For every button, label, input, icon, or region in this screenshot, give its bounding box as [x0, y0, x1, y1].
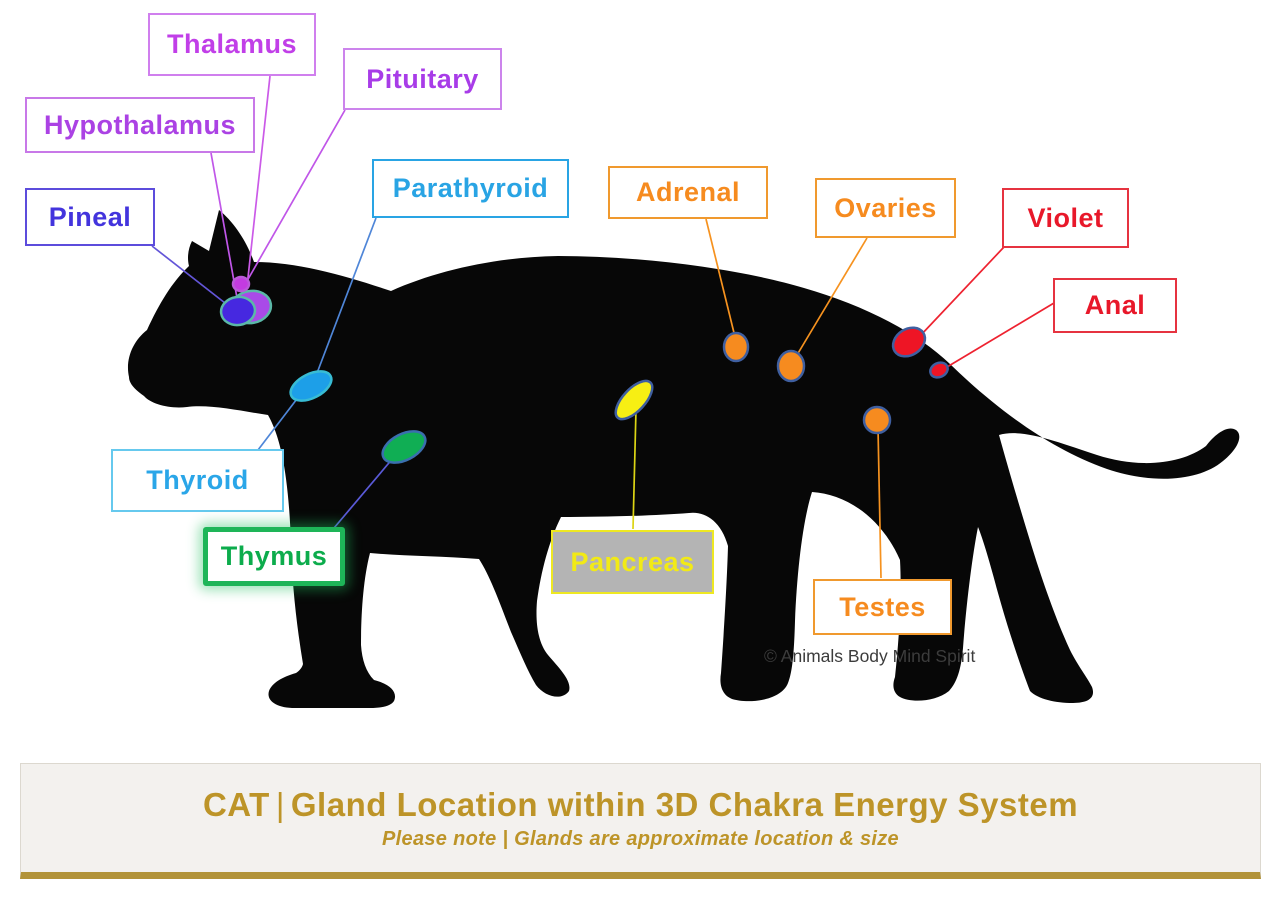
testes-gland-marker — [862, 405, 892, 435]
label-adrenal: Adrenal — [608, 166, 768, 219]
anal-gland-marker — [929, 361, 949, 379]
label-parathyroid: Parathyroid — [372, 159, 569, 218]
label-thalamus: Thalamus — [148, 13, 316, 76]
ovaries-leader-line — [793, 237, 868, 361]
gland-markers — [219, 275, 949, 464]
label-pituitary: Pituitary — [343, 48, 502, 110]
adrenal-leader-line — [705, 218, 737, 342]
label-pineal: Pineal — [25, 188, 155, 246]
label-thyroid: Thyroid — [111, 449, 284, 512]
label-violet: Violet — [1002, 188, 1129, 248]
thalamus-leader-line — [245, 75, 271, 297]
thyroid-gland-marker — [289, 370, 333, 402]
pancreas-leader-line — [632, 408, 637, 530]
thymus-gland-marker — [381, 430, 427, 464]
diagram-title: CAT|Gland Location within 3D Chakra Ener… — [203, 786, 1078, 824]
copyright-text: © Animals Body Mind Spirit — [764, 646, 976, 666]
label-testes: Testes — [813, 579, 952, 635]
ovaries-gland-marker — [776, 349, 806, 383]
pituitary-gland-marker — [231, 275, 251, 293]
label-hypothalamus: Hypothalamus — [25, 97, 255, 153]
animal-name: CAT — [202, 785, 270, 823]
violet-leader-line — [919, 246, 1005, 337]
title-heading: Gland Location within 3D Chakra Energy S… — [290, 785, 1079, 823]
title-separator: | — [275, 785, 285, 823]
testes-leader-line — [877, 427, 882, 579]
label-pancreas: Pancreas — [551, 530, 714, 594]
pituitary-leader-line — [242, 109, 346, 289]
anal-leader-line — [946, 302, 1055, 368]
parathyroid-leader-line — [313, 217, 377, 382]
pineal-gland-marker — [219, 295, 257, 327]
pancreas-gland-marker — [614, 379, 654, 421]
adrenal-gland-marker — [722, 331, 750, 363]
pineal-leader-line — [151, 245, 226, 304]
label-thymus: Thymus — [203, 527, 345, 586]
label-anal: Anal — [1053, 278, 1177, 333]
hypothalamus-leader-line — [210, 152, 238, 299]
cat-silhouette — [127, 210, 1240, 708]
leader-lines — [151, 75, 1055, 579]
label-ovaries: Ovaries — [815, 178, 956, 238]
thymus-leader-line — [333, 450, 400, 529]
diagram-subtitle: Please note | Glands are approximate loc… — [382, 827, 899, 850]
violet-gland-marker — [891, 326, 927, 358]
title-bar: CAT|Gland Location within 3D Chakra Ener… — [20, 763, 1261, 879]
diagram-canvas — [127, 75, 1240, 708]
